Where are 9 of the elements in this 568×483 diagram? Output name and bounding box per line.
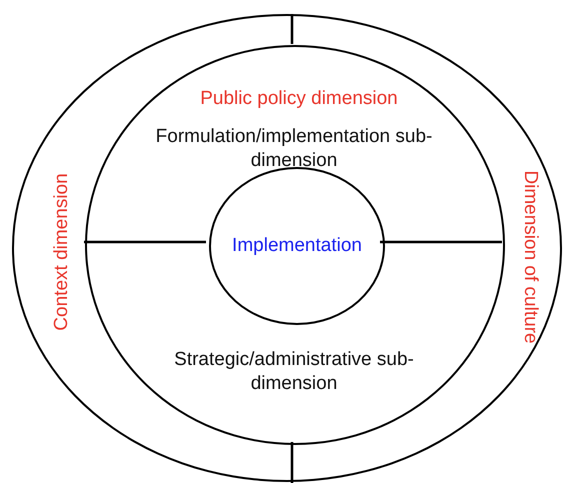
sub-dimension-label: Strategic/administrative sub-dimension	[173, 348, 415, 396]
middle-ellipse	[85, 45, 505, 445]
outer-ellipse	[12, 14, 562, 482]
dimension-label: Context dimension	[50, 173, 73, 331]
inner-ellipse	[209, 167, 385, 325]
dimension-label: Dimension of culture	[519, 170, 542, 344]
sub-dimension-label: Formulation/implementation sub-dimension	[154, 125, 434, 173]
center-label: Implementation	[231, 234, 363, 258]
dimension-label: Public policy dimension	[199, 87, 399, 111]
